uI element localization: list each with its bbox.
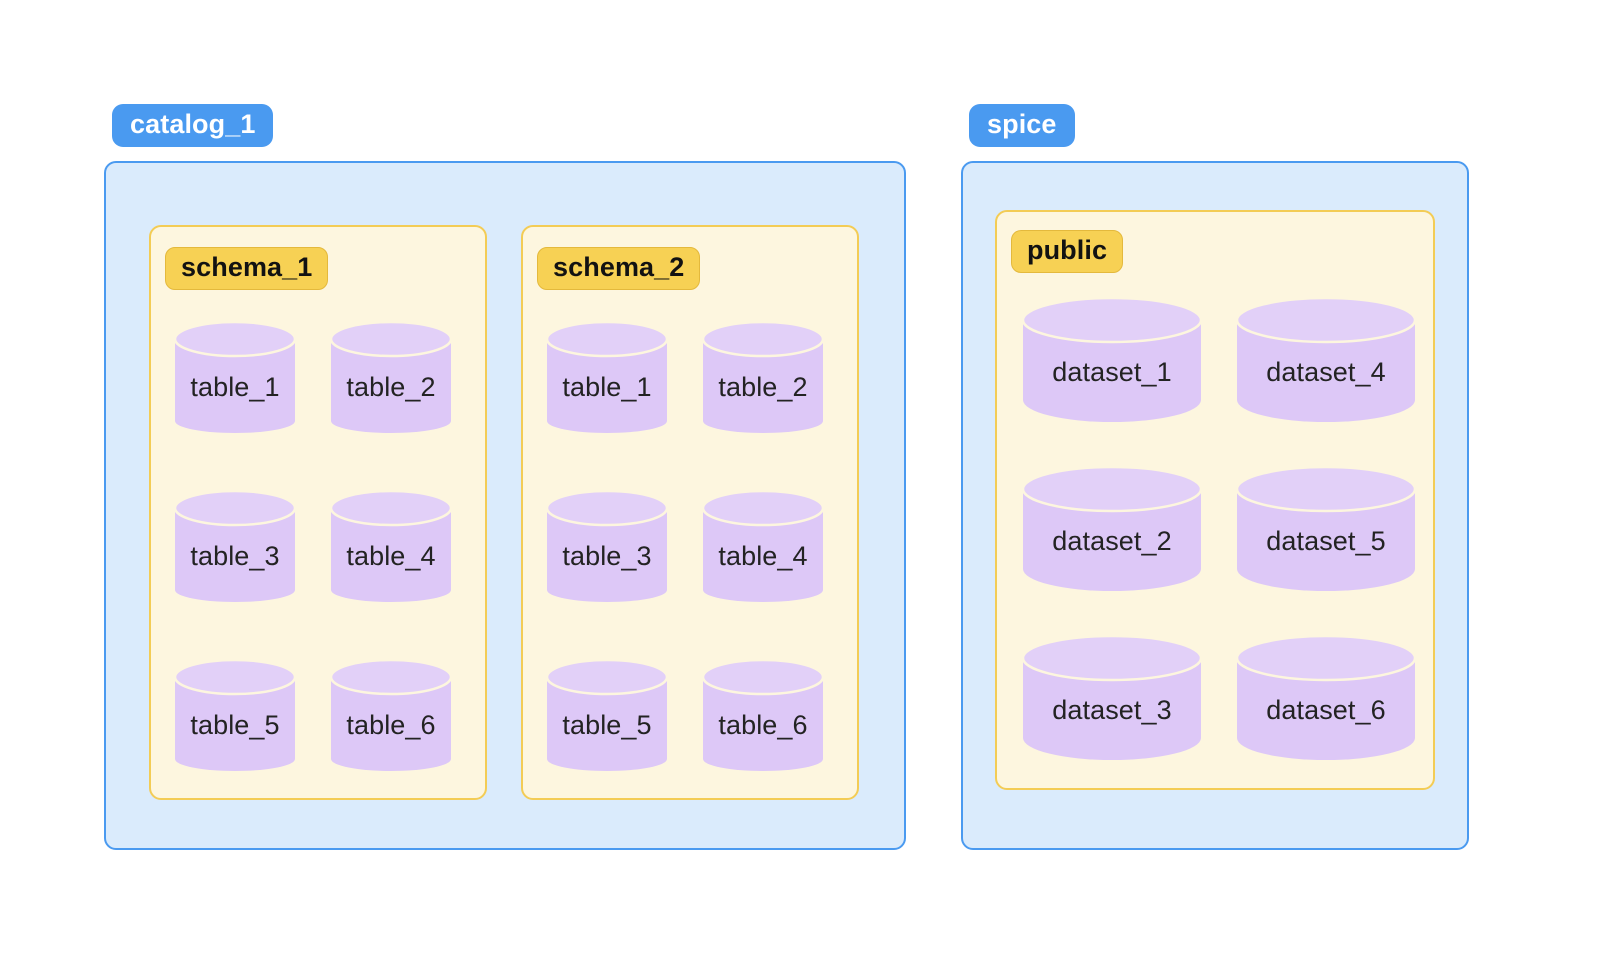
database-cylinder[interactable]: table_1 [545,317,669,433]
database-cylinder[interactable]: table_6 [701,655,825,771]
database-cylinder[interactable]: table_5 [173,655,297,771]
cylinder-icon [329,489,453,602]
cylinder-icon [173,658,297,771]
database-cylinder[interactable]: table_3 [173,486,297,602]
database-cylinder[interactable]: dataset_5 [1235,465,1417,593]
cylinder-icon [1235,465,1417,591]
cylinder-icon [1021,296,1203,422]
group-badge-spice[interactable]: spice [969,104,1075,148]
cylinder-icon [173,489,297,602]
cylinder-icon [329,658,453,771]
cylinder-icon [1021,465,1203,591]
database-cylinder[interactable]: dataset_3 [1021,634,1203,762]
cylinder-icon [545,658,669,771]
cylinder-icon [701,489,825,602]
cylinder-icon [1235,634,1417,760]
cylinder-icon [545,489,669,602]
database-cylinder[interactable]: table_2 [329,317,453,433]
group-spice: spice public dataset_1 dataset_4 [961,104,1469,850]
schema-badge-schema-2[interactable]: schema_2 [537,247,701,291]
cylinder-icon [701,320,825,433]
database-cylinder[interactable]: dataset_2 [1021,465,1203,593]
database-cylinder[interactable]: dataset_6 [1235,634,1417,762]
cylinder-icon [329,320,453,433]
database-cylinder[interactable]: table_1 [173,317,297,433]
schema-box-public: public dataset_1 dataset_4 [995,210,1435,790]
schema-box-schema-1: schema_1 table_1 table_2 [149,225,487,800]
cylinder-icon [545,320,669,433]
cylinder-icon [173,320,297,433]
database-cylinder[interactable]: table_4 [701,486,825,602]
group-badge-catalog-1[interactable]: catalog_1 [112,104,274,148]
schema-badge-schema-1[interactable]: schema_1 [165,247,329,291]
cylinder-icon [1235,296,1417,422]
group-catalog-1: catalog_1 schema_1 table_1 table_2 [104,104,906,850]
cylinder-icon [1021,634,1203,760]
database-cylinder[interactable]: table_3 [545,486,669,602]
database-cylinder[interactable]: table_6 [329,655,453,771]
database-cylinder[interactable]: dataset_4 [1235,296,1417,424]
cylinder-icon [701,658,825,771]
schema-badge-public[interactable]: public [1011,230,1124,274]
schema-box-schema-2: schema_2 table_1 table_2 [521,225,859,800]
database-cylinder[interactable]: dataset_1 [1021,296,1203,424]
database-cylinder[interactable]: table_4 [329,486,453,602]
database-cylinder[interactable]: table_2 [701,317,825,433]
database-cylinder[interactable]: table_5 [545,655,669,771]
